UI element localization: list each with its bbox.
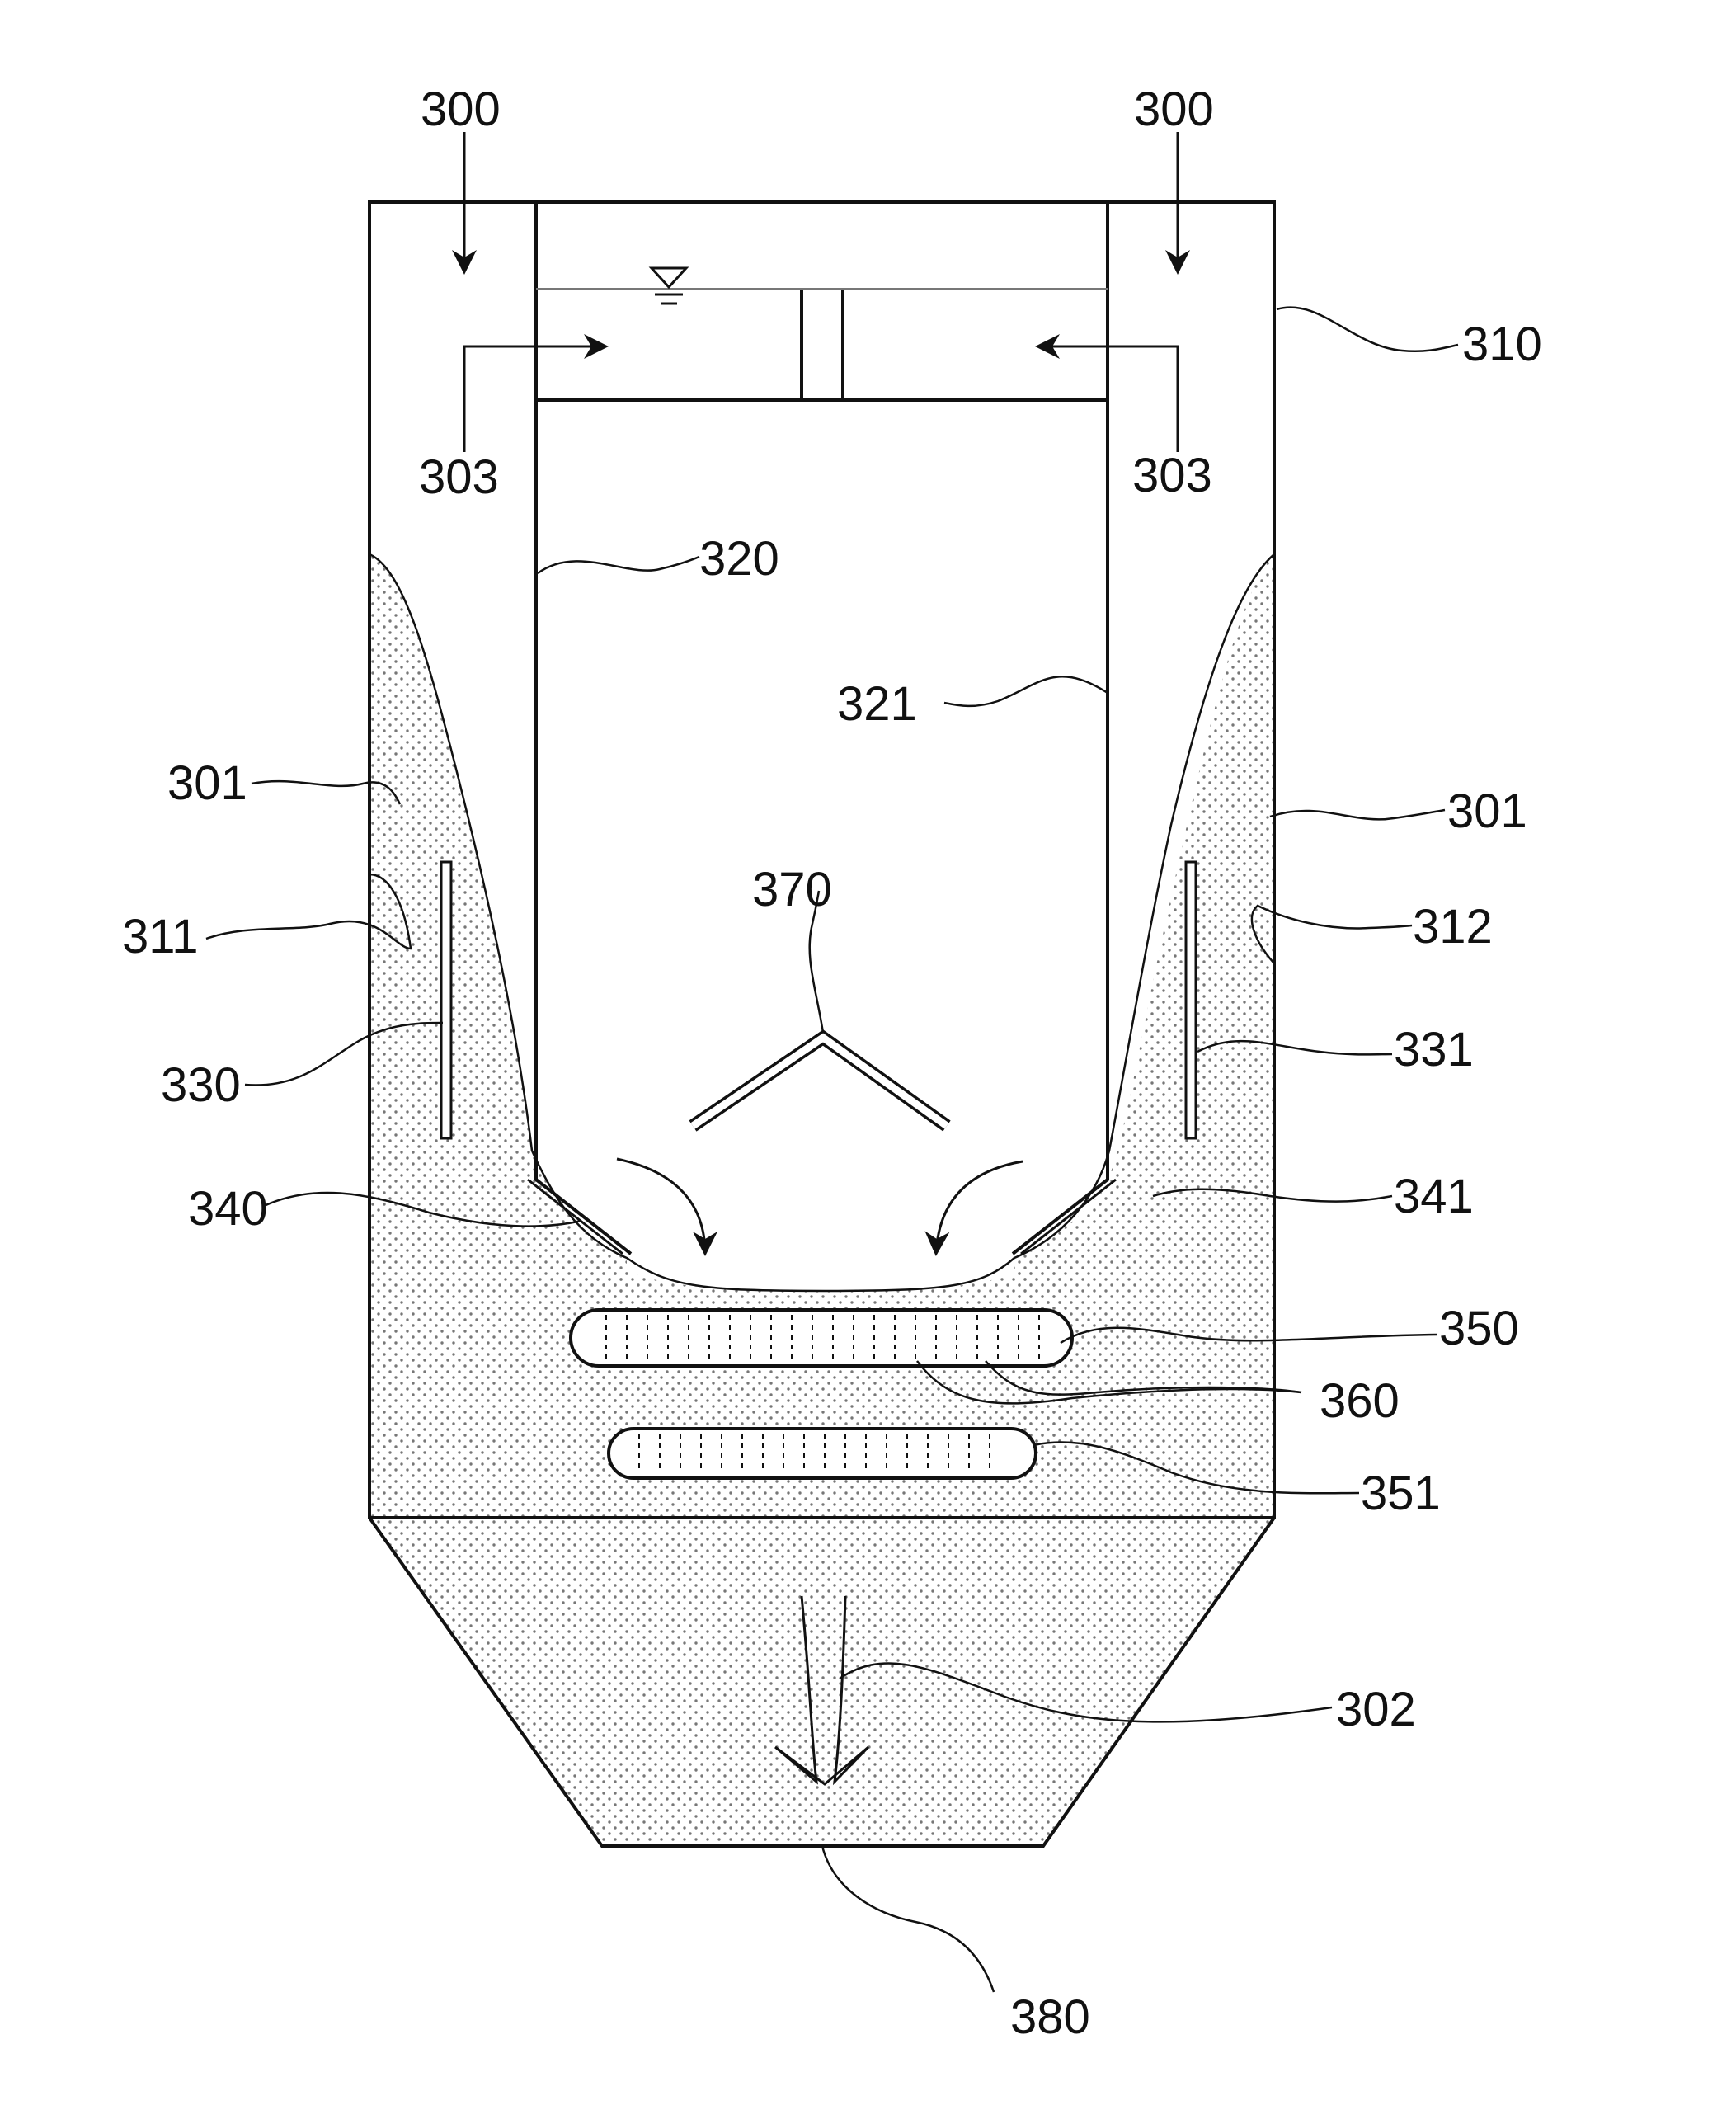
pipe-lower <box>609 1429 1036 1478</box>
curved-arrow-right <box>936 1161 1023 1254</box>
label-outer-wall: 310 <box>1462 318 1542 371</box>
deflector-plate <box>693 1038 947 1126</box>
label-guide-right: 341 <box>1394 1170 1474 1223</box>
inner-chamber <box>536 202 1108 1254</box>
label-deflector: 370 <box>752 863 832 916</box>
label-sludge-right: 301 <box>1447 784 1527 838</box>
label-pipe-lower: 351 <box>1361 1467 1441 1520</box>
label-inlet-left: 300 <box>421 82 501 136</box>
label-baffle-right: 331 <box>1394 1023 1474 1076</box>
label-flow-right: 303 <box>1132 449 1212 502</box>
label-baffle-left: 330 <box>161 1058 241 1112</box>
label-inner-wall-right: 321 <box>837 677 917 731</box>
label-wall-surface-left: 311 <box>122 910 198 963</box>
label-inlet-right: 300 <box>1134 82 1214 136</box>
hopper-sludge <box>369 1518 1274 1846</box>
label-nozzles: 360 <box>1320 1374 1400 1428</box>
label-discharge-flow: 302 <box>1336 1683 1416 1736</box>
curved-arrow-left <box>617 1159 705 1254</box>
label-guide-left: 340 <box>188 1182 268 1236</box>
label-inner-wall-left: 320 <box>699 532 779 586</box>
baffle-right <box>1186 862 1196 1138</box>
label-outlet: 380 <box>1010 1990 1090 2044</box>
pipe-upper <box>571 1310 1072 1366</box>
label-wall-surface-right: 312 <box>1413 900 1493 954</box>
label-sludge-left: 301 <box>167 756 247 810</box>
label-flow-left: 303 <box>419 450 499 504</box>
baffle-left <box>441 862 451 1138</box>
water-level-icon <box>652 268 686 304</box>
label-pipe-upper: 350 <box>1439 1302 1519 1355</box>
